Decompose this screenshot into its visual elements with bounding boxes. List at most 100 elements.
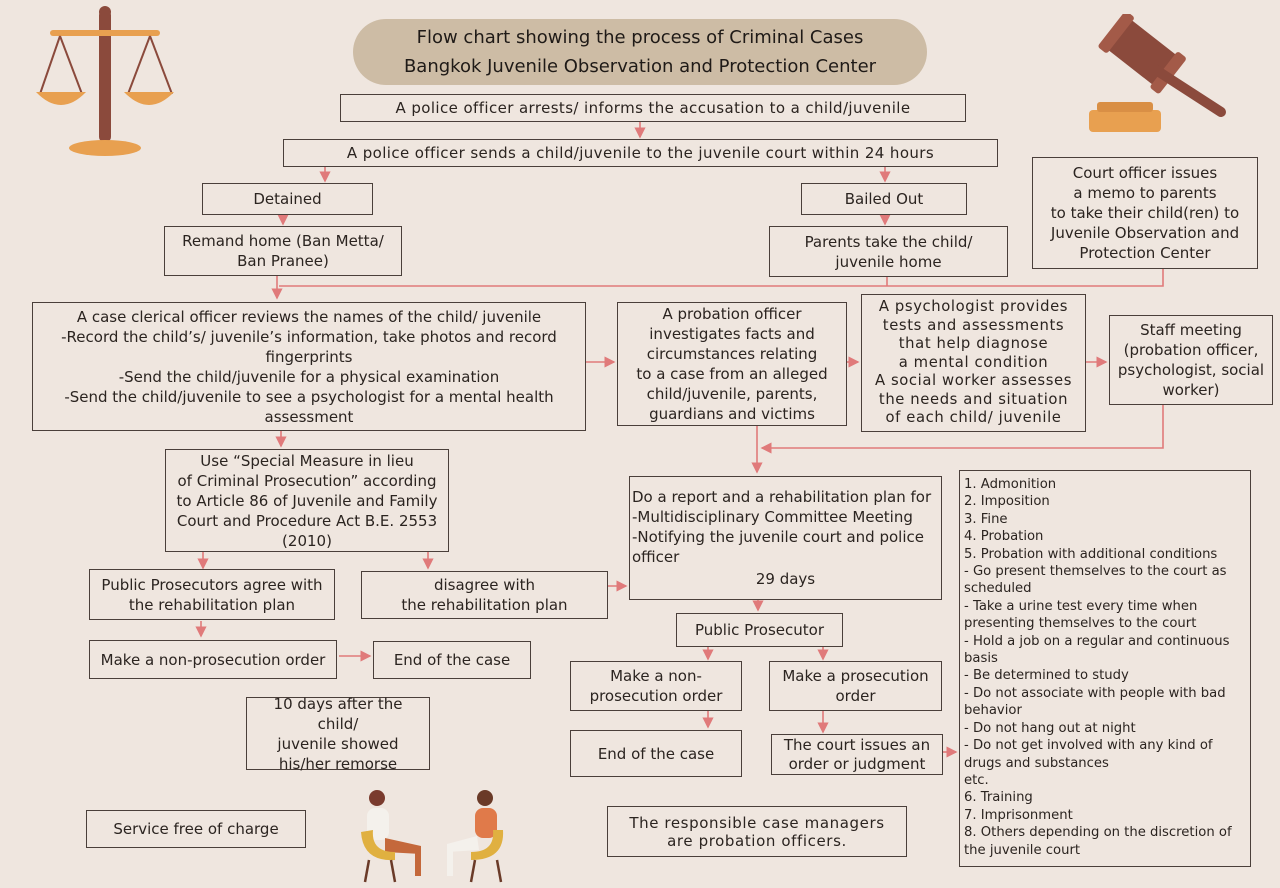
clerical-line: -Send the child/juvenile to see a psycho… bbox=[64, 387, 554, 406]
line-memo-merge bbox=[279, 269, 1164, 287]
special-measure-box: Use “Special Measure in lieu of Criminal… bbox=[165, 449, 449, 552]
non-prosecution-right-line: Make a non- bbox=[610, 667, 702, 685]
line-staff-back bbox=[760, 405, 1164, 454]
outcome-item: - Do not get involved with any kind of d… bbox=[964, 738, 1213, 771]
outcome-item: 4. Probation bbox=[964, 529, 1044, 545]
people-talking-illustration bbox=[361, 790, 504, 883]
ten-days-line: his/her remorse bbox=[278, 754, 398, 773]
non-prosecution-right-line: prosecution order bbox=[589, 687, 723, 705]
detained-text: Detained bbox=[253, 190, 322, 208]
send-to-court-text: A police officer sends a child/juvenile … bbox=[346, 144, 935, 162]
chart-title: Flow chart showing the process of Crimin… bbox=[353, 19, 927, 85]
report-line: Do a report and a rehabilitation plan fo… bbox=[632, 488, 932, 506]
send-to-court-box: A police officer sends a child/juvenile … bbox=[283, 139, 998, 167]
staff-line: psychologist, social bbox=[1117, 361, 1265, 379]
non-prosecution-left-box: Make a non-prosecution order bbox=[89, 640, 337, 679]
court-judgment-box: The court issues an order or judgment bbox=[771, 734, 943, 775]
court-judgment-line: order or judgment bbox=[788, 754, 926, 773]
special-line: Court and Procedure Act B.E. 2553 bbox=[176, 511, 438, 530]
non-prosecution-right-box: Make a non- prosecution order bbox=[570, 661, 742, 711]
parents-line: juvenile home bbox=[835, 252, 942, 271]
responsible-managers-box: The responsible case managers are probat… bbox=[607, 806, 907, 857]
outcome-item: - Take a urine test every time when pres… bbox=[964, 598, 1198, 632]
public-prosecutor-box: Public Prosecutor bbox=[676, 613, 843, 647]
end-of-case-right-box: End of the case bbox=[570, 730, 742, 777]
clerical-review-box: A case clerical officer reviews the name… bbox=[32, 302, 586, 431]
parents-line: Parents take the child/ bbox=[804, 232, 973, 251]
bailed-out-box: Bailed Out bbox=[801, 183, 967, 215]
chart-title-line-1: Flow chart showing the process of Crimin… bbox=[416, 27, 864, 48]
psych-social-box: A psychologist provides tests and assess… bbox=[861, 294, 1086, 432]
prosecution-order-box: Make a prosecution order bbox=[769, 661, 942, 711]
investigation-line: A probation officer bbox=[662, 305, 802, 323]
memo-line: a memo to parents bbox=[1073, 184, 1217, 202]
staff-meeting-box: Staff meeting (probation officer, psycho… bbox=[1109, 315, 1273, 405]
psych-line: the needs and situation bbox=[878, 390, 1069, 408]
prosecution-order-line: Make a prosecution bbox=[782, 667, 929, 685]
outcome-item: - Be determined to study bbox=[964, 668, 1129, 684]
agree-line: Public Prosecutors agree with bbox=[101, 575, 323, 594]
clerical-line: assessment bbox=[264, 407, 354, 426]
gavel-icon bbox=[1089, 14, 1226, 132]
outcome-item: - Hold a job on a regular and continuous… bbox=[964, 633, 1230, 667]
special-line: of Criminal Prosecution” according bbox=[177, 471, 437, 490]
service-free-box: Service free of charge bbox=[86, 810, 306, 848]
psych-line: A social worker assesses bbox=[874, 372, 1073, 390]
chart-title-line-2: Bangkok Juvenile Observation and Protect… bbox=[403, 56, 877, 77]
prosecutors-agree-box: Public Prosecutors agree with the rehabi… bbox=[89, 569, 335, 620]
special-line: to Article 86 of Juvenile and Family bbox=[176, 491, 438, 510]
responsible-line: The responsible case managers bbox=[629, 813, 885, 832]
psych-line: a mental condition bbox=[898, 353, 1049, 371]
outcome-item: - Do not hang out at night bbox=[964, 720, 1136, 736]
ten-days-line: 10 days after the child/ bbox=[273, 694, 403, 733]
ten-days-line: juvenile showed bbox=[277, 734, 399, 753]
outcome-item: 6. Training bbox=[964, 790, 1033, 806]
probation-investigation-box: A probation officer investigates facts a… bbox=[617, 302, 847, 426]
responsible-line: are probation officers. bbox=[667, 831, 847, 850]
outcome-item: 2. Imposition bbox=[964, 494, 1050, 510]
court-judgment-line: The court issues an bbox=[783, 735, 931, 754]
arrest-text: A police officer arrests/ informs the ac… bbox=[395, 99, 911, 117]
outcome-item: 1. Admonition bbox=[964, 477, 1057, 492]
remand-line: Ban Pranee) bbox=[237, 252, 329, 270]
remand-home-box: Remand home (Ban Metta/ Ban Pranee) bbox=[164, 226, 402, 276]
scales-of-justice-icon bbox=[36, 6, 174, 156]
psych-line: tests and assessments bbox=[882, 316, 1065, 334]
ten-days-box: 10 days after the child/ juvenile showed… bbox=[246, 694, 430, 773]
disagree-box: disagree with the rehabilitation plan bbox=[361, 571, 608, 619]
psych-line: A psychologist provides bbox=[878, 298, 1069, 316]
clerical-line: A case clerical officer reviews the name… bbox=[76, 307, 542, 326]
report-plan-box: Do a report and a rehabilitation plan fo… bbox=[629, 476, 942, 600]
staff-line: worker) bbox=[1162, 381, 1220, 399]
end-of-case-left-text: End of the case bbox=[393, 651, 511, 669]
clerical-line: -Send the child/juvenile for a physical … bbox=[118, 367, 500, 386]
investigation-line: guardians and victims bbox=[649, 405, 815, 423]
service-free-text: Service free of charge bbox=[113, 820, 279, 838]
special-line: Use “Special Measure in lieu bbox=[200, 451, 414, 470]
disagree-line: disagree with bbox=[433, 576, 536, 594]
memo-line: Court officer issues bbox=[1072, 164, 1218, 182]
outcome-item: 3. Fine bbox=[964, 511, 1008, 527]
outcome-item: 8. Others depending on the discretion of… bbox=[964, 825, 1232, 858]
end-of-case-right-text: End of the case bbox=[597, 744, 715, 763]
report-days: 29 days bbox=[755, 570, 816, 588]
clerical-line: -Record the child’s/ juvenile’s informat… bbox=[61, 327, 557, 346]
arrest-box: A police officer arrests/ informs the ac… bbox=[340, 94, 966, 122]
disagree-line: the rehabilitation plan bbox=[401, 596, 568, 614]
memo-line: to take their child(ren) to bbox=[1050, 204, 1240, 222]
special-line: (2010) bbox=[282, 531, 332, 550]
report-line: -Multidisciplinary Committee Meeting bbox=[632, 508, 913, 526]
court-officer-memo-box: Court officer issues a memo to parents t… bbox=[1032, 157, 1258, 269]
court-outcomes-list: 1. Admonition 2. Imposition 3. Fine 4. P… bbox=[959, 470, 1251, 867]
parents-take-home-box: Parents take the child/ juvenile home bbox=[769, 226, 1008, 277]
report-line: -Notifying the juvenile court and police bbox=[632, 528, 924, 546]
psych-line: that help diagnose bbox=[898, 335, 1049, 353]
staff-line: Staff meeting bbox=[1140, 321, 1242, 339]
investigation-line: investigates facts and bbox=[649, 325, 815, 343]
memo-line: Protection Center bbox=[1079, 244, 1211, 262]
outcome-item: - Do not associate with people with bad … bbox=[964, 685, 1226, 719]
report-line: officer bbox=[632, 548, 680, 566]
bailed-out-text: Bailed Out bbox=[844, 190, 924, 208]
end-of-case-left-box: End of the case bbox=[373, 641, 531, 679]
